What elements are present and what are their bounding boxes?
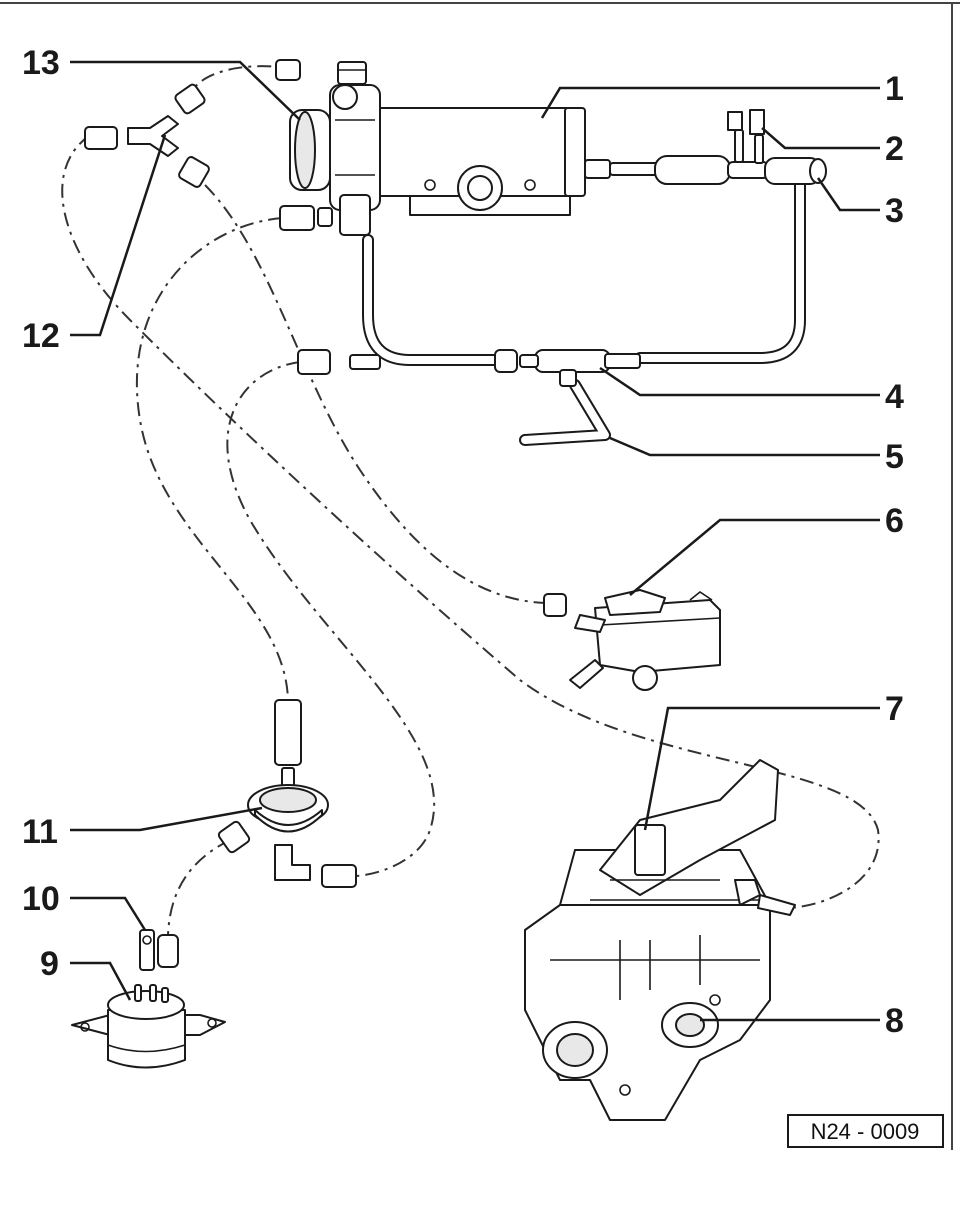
part-4-t-connector bbox=[297, 349, 641, 387]
rigid-pipes bbox=[362, 179, 806, 446]
hose-12-to-6 bbox=[204, 184, 546, 604]
callout-9: 9 bbox=[40, 945, 59, 983]
callout-5: 5 bbox=[885, 438, 904, 476]
callout-1: 1 bbox=[885, 70, 904, 108]
hose-11-to-10 bbox=[167, 839, 231, 936]
vacuum-hoses bbox=[61, 65, 880, 936]
callout-12: 12 bbox=[22, 317, 60, 355]
callout-13: 13 bbox=[22, 44, 60, 82]
hose-12-to-8 bbox=[61, 134, 880, 909]
callout-7: 7 bbox=[885, 690, 904, 728]
part-10-connectors bbox=[139, 929, 179, 971]
callout-6: 6 bbox=[885, 502, 904, 540]
callout-10: 10 bbox=[22, 880, 60, 918]
part-12-y-piece bbox=[84, 59, 333, 231]
part-9-reservoir bbox=[71, 984, 226, 1069]
reference-code-box: N24 - 0009 bbox=[787, 1114, 944, 1148]
hose-4-to-11 bbox=[226, 361, 436, 877]
part-8-throttle-body bbox=[524, 759, 796, 1121]
callout-numbers: 1 2 3 4 5 6 7 8 9 10 11 12 13 bbox=[22, 44, 904, 1040]
leader-lines bbox=[70, 60, 880, 1022]
hose-13-to-12 bbox=[189, 65, 301, 96]
callout-4: 4 bbox=[885, 378, 904, 416]
callout-2: 2 bbox=[885, 130, 904, 168]
callout-3: 3 bbox=[885, 192, 904, 230]
hose-1-to-11 bbox=[135, 217, 289, 701]
part-1-canister bbox=[289, 61, 611, 236]
part-6-valve bbox=[543, 589, 721, 691]
callout-8: 8 bbox=[885, 1002, 904, 1040]
reference-code: N24 - 0009 bbox=[811, 1119, 920, 1144]
part-3-pipe-assembly bbox=[609, 109, 827, 185]
callout-11: 11 bbox=[22, 813, 58, 851]
part-11-diaphragm bbox=[217, 699, 357, 888]
